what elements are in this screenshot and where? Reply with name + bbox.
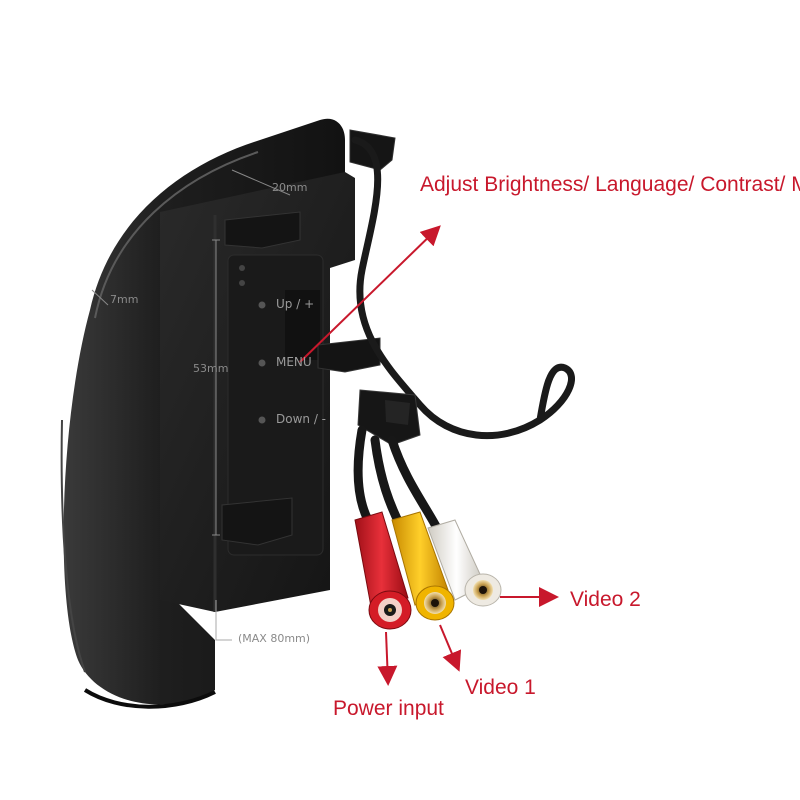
lower-clip <box>221 497 293 546</box>
dim-line-20mm <box>231 169 291 196</box>
up-button-dot <box>258 301 266 309</box>
dim-label-20mm: 20mm <box>272 181 308 194</box>
down-button-label: Down / - <box>276 412 327 426</box>
yellow-rca-plug <box>391 511 455 621</box>
dim-line-7mm <box>91 289 109 306</box>
white-branch-cable <box>387 435 443 535</box>
dim-label-53mm: 53mm <box>193 362 229 375</box>
monitor-shell <box>63 118 346 705</box>
down-button-dot <box>258 416 266 424</box>
adjust-arrow <box>299 225 441 363</box>
white-rca-plug <box>427 519 502 607</box>
main-cable <box>351 136 575 440</box>
video1-arrow <box>439 624 462 672</box>
power-arrow <box>377 631 398 686</box>
menu-button-label: MENU <box>276 355 312 369</box>
dim-label-7mm: 7mm <box>110 293 139 306</box>
up-button-label: Up / + <box>276 297 315 311</box>
dim-line-max <box>215 600 232 641</box>
power-input-callout: Power input <box>333 697 444 720</box>
dim-line-53mm <box>212 239 220 536</box>
monitor-edge-highlight <box>94 151 259 319</box>
upper-clip <box>224 211 301 249</box>
dim-label-max: (MAX 80mm) <box>238 632 311 645</box>
red-branch-cable <box>353 425 373 525</box>
red-power-plug <box>354 511 412 630</box>
video2-callout: Video 2 <box>570 588 641 611</box>
video1-callout: Video 1 <box>465 676 536 699</box>
menu-button-dot <box>258 359 266 367</box>
adjust-callout: Adjust Brightness/ Language/ Contrast/ M… <box>420 173 800 196</box>
